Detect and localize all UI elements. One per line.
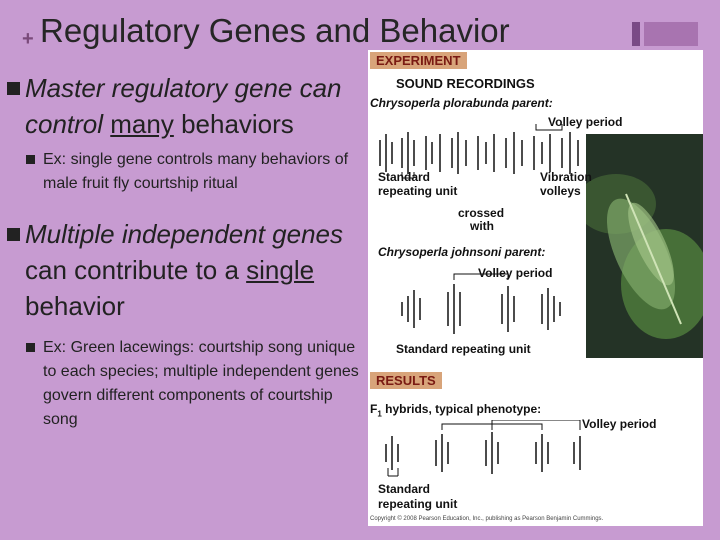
- experiment-figure: EXPERIMENT SOUND RECORDINGS Chrysoperla …: [368, 50, 703, 526]
- slide-title: Regulatory Genes and Behavior: [40, 12, 510, 49]
- f1-hybrids-label: F1 hybrids, typical phenotype:: [370, 402, 542, 419]
- standard-unit-label-3b: repeating unit: [378, 497, 458, 511]
- parent2-label: Chrysoperla johnsoni parent:: [378, 245, 546, 259]
- vibration-label-2: volleys: [540, 184, 581, 198]
- bullet1-tail: behaviors: [173, 109, 294, 139]
- bullet-multiple-genes: Multiple independent genes can contribut…: [5, 216, 365, 324]
- bullet2-tail: behavior: [25, 291, 125, 321]
- crossed-label-2: with: [470, 219, 494, 233]
- vibration-label-1: Vibration: [540, 170, 592, 184]
- waveform-f1: [385, 420, 581, 477]
- standard-unit-label-3a: Standard: [378, 482, 431, 496]
- volley-period-label-1: Volley period: [548, 115, 623, 129]
- standard-unit-label-1a: Standard: [378, 170, 431, 184]
- waveform-parent2: [401, 273, 561, 334]
- f1-text: hybrids, typical phenotype:: [381, 402, 542, 416]
- lacewing-photo: [576, 134, 703, 358]
- volley-period-label-2: Volley period: [478, 266, 553, 280]
- bullet1-emphasis: many: [110, 109, 174, 139]
- sub-bullet-fruit-fly: Ex: single gene controls many behaviors …: [5, 148, 365, 196]
- slide-plus-mark: +: [22, 28, 34, 50]
- sound-recordings-label: SOUND RECORDINGS: [396, 76, 535, 91]
- f1-subscript: 1: [377, 409, 382, 419]
- standard-unit-label-2: Standard repeating unit: [396, 342, 531, 356]
- bullet2-mid: can contribute to a: [25, 255, 247, 285]
- volley-period-label-3: Volley period: [582, 417, 657, 431]
- sub-bullet-lacewings: Ex: Green lacewings: courtship song uniq…: [5, 336, 365, 432]
- copyright-notice: Copyright © 2008 Pearson Education, Inc.…: [370, 516, 604, 522]
- bullet2-emphasis: single: [246, 255, 315, 285]
- parent1-label: Chrysoperla plorabunda parent:: [370, 96, 553, 110]
- bullet-master-regulatory-gene: Master regulatory gene can control many …: [5, 70, 365, 142]
- standard-unit-label-1b: repeating unit: [378, 184, 458, 198]
- bullet2-italic-text: Multiple independent genes: [25, 219, 344, 249]
- corner-decoration: [632, 22, 698, 46]
- bullet1-italic-text: Master regulatory gene can control: [25, 73, 342, 139]
- experiment-header: EXPERIMENT: [370, 52, 467, 69]
- bullet-list: Master regulatory gene can control many …: [5, 70, 365, 432]
- crossed-label-1: crossed: [458, 206, 505, 220]
- waveform-parent1: [379, 124, 579, 179]
- results-header: RESULTS: [370, 372, 442, 389]
